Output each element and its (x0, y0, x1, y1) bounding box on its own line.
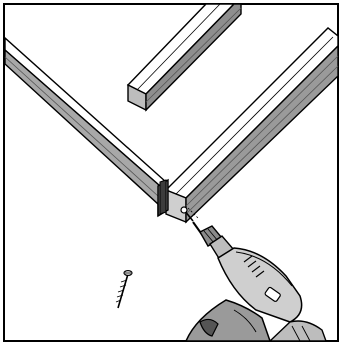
joint-gap (160, 180, 166, 214)
